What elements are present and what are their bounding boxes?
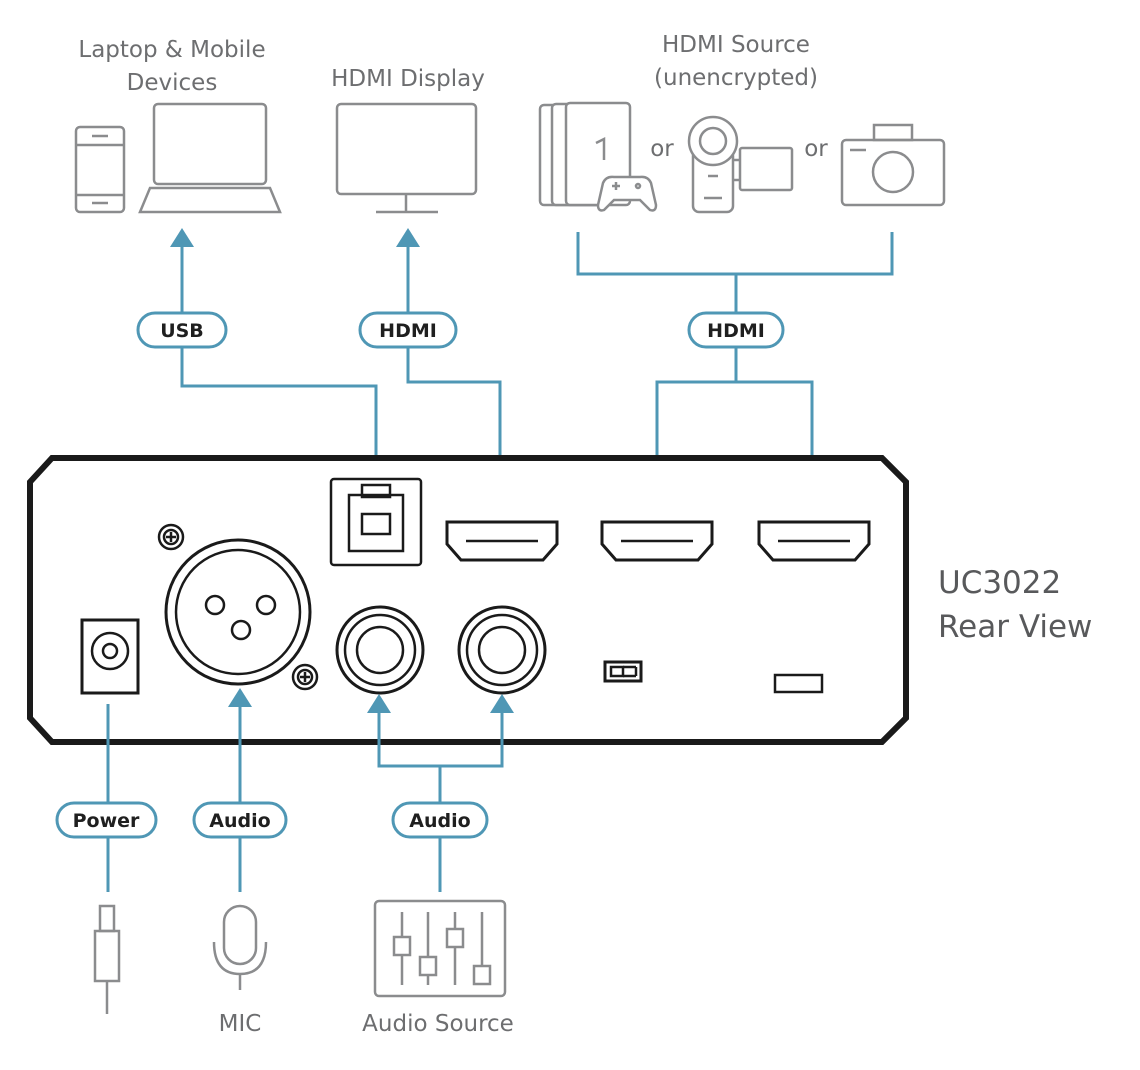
audio-mic-pill: Audio xyxy=(192,801,288,839)
power-pill-label: Power xyxy=(73,810,140,832)
hdmi-output-port xyxy=(445,520,559,562)
audio-line-pill-label: Audio xyxy=(409,810,470,832)
xlr-mic-port xyxy=(164,538,312,686)
unit-chassis xyxy=(27,455,909,745)
hdmi-display-arrow-up xyxy=(396,228,420,247)
hdmi-out-pill: HDMI xyxy=(358,311,458,349)
audio-jack-2 xyxy=(457,605,547,695)
power-plug-icon xyxy=(93,904,121,1014)
usb-cable xyxy=(180,245,378,460)
game-console-icon xyxy=(538,101,658,212)
smartphone-icon xyxy=(74,125,126,214)
hdmi-source-bracket xyxy=(576,232,894,276)
hdmi-in-pill: HDMI xyxy=(687,311,785,349)
label-or-1: or xyxy=(650,136,674,162)
camera-icon xyxy=(840,123,946,207)
monitor-icon xyxy=(335,102,478,214)
usb-pill-label: USB xyxy=(160,320,204,342)
label-laptop-mobile-line2: Devices xyxy=(127,70,218,96)
product-view: Rear View xyxy=(938,609,1092,645)
indicator-slot xyxy=(773,673,824,694)
usb-arrow-up xyxy=(170,228,194,247)
hdmi-in-split xyxy=(655,380,814,493)
hdmi-input-port-1 xyxy=(600,520,714,562)
hdmi-in-pill-label: HDMI xyxy=(707,320,765,342)
hdmi-input-port-2 xyxy=(757,520,871,562)
audio-arrow-up-1 xyxy=(367,694,391,713)
label-hdmi-source-line2: (unencrypted) xyxy=(654,65,818,91)
label-hdmi-source-line1: HDMI Source xyxy=(662,32,810,58)
product-model: UC3022 xyxy=(938,565,1061,601)
audio-arrow-up-2 xyxy=(490,694,514,713)
label-hdmi-display: HDMI Display xyxy=(331,66,485,92)
hdmi-out-pill-label: HDMI xyxy=(379,320,437,342)
audio-mixer-icon xyxy=(373,899,507,998)
label-audio-source: Audio Source xyxy=(362,1011,514,1037)
power-pill: Power xyxy=(55,801,158,839)
label-mic: MIC xyxy=(219,1011,262,1037)
audio-jack-1 xyxy=(335,605,425,695)
label-or-2: or xyxy=(804,136,828,162)
usb-pill: USB xyxy=(136,311,228,349)
power-jack xyxy=(80,618,140,695)
usb-b-port xyxy=(329,477,423,567)
camcorder-icon xyxy=(687,115,794,214)
microphone-icon xyxy=(212,904,268,990)
toggle-switch xyxy=(603,660,643,683)
audio-mic-pill-label: Audio xyxy=(209,810,270,832)
audio-line-pill: Audio xyxy=(391,801,489,839)
laptop-icon xyxy=(138,102,282,214)
screw-icon xyxy=(291,663,319,691)
screw-icon xyxy=(157,523,185,551)
mic-arrow-up xyxy=(228,688,252,707)
label-laptop-mobile-line1: Laptop & Mobile xyxy=(78,37,265,63)
